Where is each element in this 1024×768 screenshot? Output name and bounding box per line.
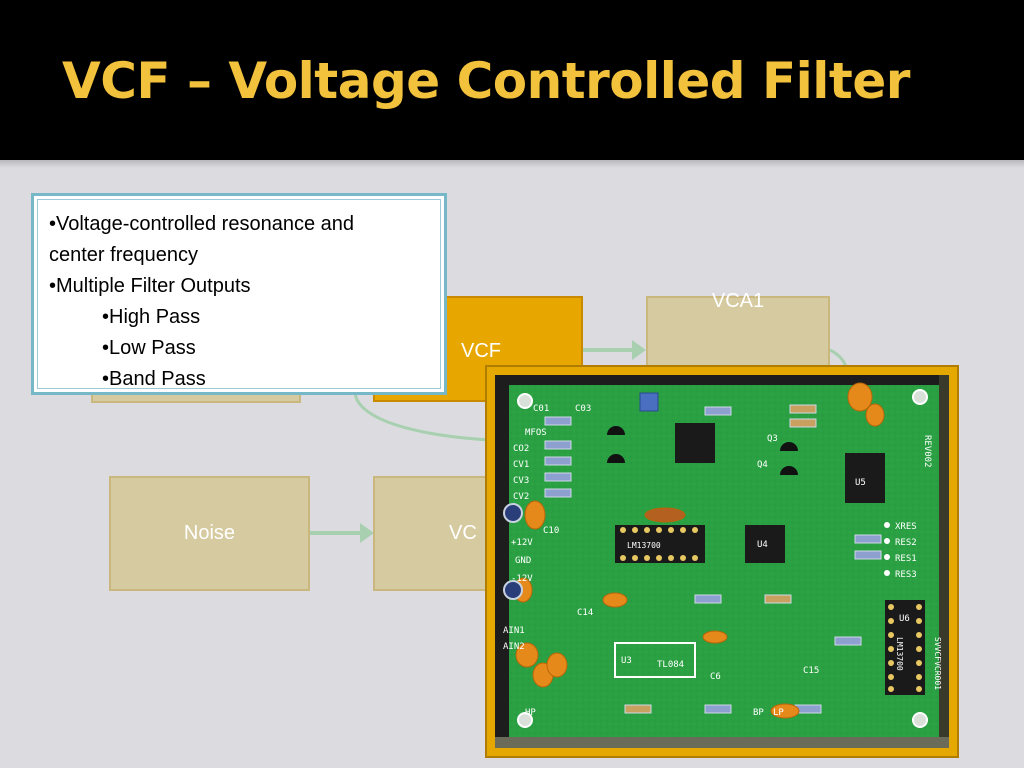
pcb-label-gnd: GND [515, 556, 531, 566]
pcb-photo: C01 C03 MFOS CO2 CV1 CV3 CV2 +12V GND -1… [495, 375, 949, 748]
pcb-label-tl084: TL084 [657, 660, 684, 670]
title-shadow [0, 160, 1024, 168]
pcb-label-u4: U4 [757, 540, 768, 550]
pcb-label-cv2: CV2 [513, 492, 529, 502]
pcb-label-lp: LP [773, 708, 784, 718]
pcb-label-ain1: AIN1 [503, 626, 525, 636]
pcb-label-res3: RES3 [895, 570, 917, 580]
pcb-label-u5: U5 [855, 478, 866, 488]
pcb-label-bp: BP [753, 708, 764, 718]
slide-title: VCF – Voltage Controlled Filter [62, 52, 910, 110]
pcb-label-res1: RES1 [895, 554, 917, 564]
pcb-label-m12v: -12V [511, 574, 533, 584]
block-noise-label: Noise [183, 522, 236, 544]
pcb-label-res2: RES2 [895, 538, 917, 548]
block-vca2: VC [373, 476, 503, 591]
pcb-label-c6: C6 [710, 672, 721, 682]
pcb-label-q3: Q3 [767, 434, 778, 444]
block-vcf-label: VCF [461, 339, 501, 362]
bullet-resonance-cont: center frequency [49, 244, 198, 266]
sub-bullet-low-pass: •Low Pass [102, 337, 196, 359]
pcb-label-u6: U6 [899, 614, 910, 624]
sub-bullet-band-pass: •Band Pass [102, 368, 206, 390]
pcb-label-mfos: MFOS [525, 428, 547, 438]
feature-textbox-content: •Voltage-controlled resonance and center… [37, 199, 441, 390]
sub-bullet-high-pass: •High Pass [102, 306, 201, 328]
block-vca1-label: VCA1 [711, 289, 765, 312]
pcb-label-lm13700-b: LM13700 [895, 637, 904, 671]
pcb-label-c10: C10 [543, 526, 559, 536]
pcb-label-cv3: CV3 [513, 476, 529, 486]
pcb-label-c15: C15 [803, 666, 819, 676]
bullet-resonance: •Voltage-controlled resonance and [49, 213, 354, 235]
pcb-label-u3: U3 [621, 656, 632, 666]
pcb-label-c01: C01 [533, 404, 549, 414]
block-noise: Noise [109, 476, 310, 591]
pcb-label-ain2: AIN2 [503, 642, 525, 652]
pcb-label-c03: C03 [575, 404, 591, 414]
pcb-label-p12v: +12V [511, 538, 533, 548]
title-bar [0, 0, 1024, 160]
pcb-label-cv1: CV1 [513, 460, 529, 470]
pcb-label-xres: XRES [895, 522, 917, 532]
pcb-label-board-id: SVVCFVCR001 [933, 637, 942, 690]
pcb-label-q4: Q4 [757, 460, 768, 470]
pcb-illustration: C01 C03 MFOS CO2 CV1 CV3 CV2 +12V GND -1… [495, 375, 949, 748]
pcb-label-lm13700-a: LM13700 [627, 541, 661, 550]
pcb-label-c14: C14 [577, 608, 593, 618]
block-vca2-label: VC [449, 522, 477, 544]
pcb-label-hp: HP [525, 708, 536, 718]
pcb-photo-frame: C01 C03 MFOS CO2 CV1 CV3 CV2 +12V GND -1… [485, 365, 959, 758]
pcb-label-rev: REV002 [922, 435, 932, 468]
feature-textbox: •Voltage-controlled resonance and center… [31, 193, 447, 395]
bullet-filter-outputs: •Multiple Filter Outputs [49, 275, 251, 297]
pcb-label-co2: CO2 [513, 444, 529, 454]
